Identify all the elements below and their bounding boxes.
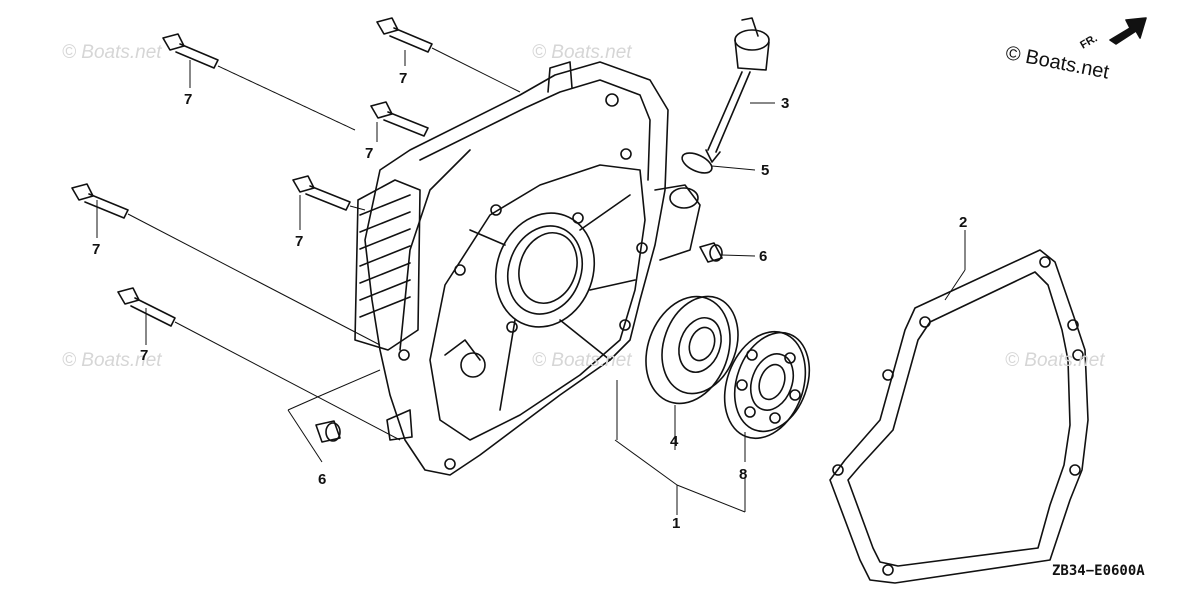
callout-7: 7 <box>399 70 408 87</box>
watermark-faint: © Boats.net <box>62 350 162 371</box>
callout-7: 7 <box>184 91 193 108</box>
dowel-pin-left <box>315 420 341 443</box>
flange-bolt <box>292 175 351 211</box>
dipstick <box>705 17 770 163</box>
gasket <box>829 249 1089 584</box>
callout-7: 7 <box>140 347 149 364</box>
ball-bearing <box>723 330 811 440</box>
flange-bolt <box>71 183 129 219</box>
leader-lines <box>96 47 966 515</box>
callout-1: 1 <box>672 515 681 532</box>
flange-bolt <box>162 33 219 69</box>
callout-4: 4 <box>670 433 679 450</box>
o-ring <box>681 152 713 174</box>
watermark-faint: © Boats.net <box>62 42 162 63</box>
flange-bolt <box>370 101 429 137</box>
watermark-faint: © Boats.net <box>532 42 632 63</box>
watermark-faint: © Boats.net <box>532 350 632 371</box>
flange-bolt <box>117 287 176 327</box>
flange-bolt <box>376 17 433 53</box>
watermark-faint: © Boats.net <box>1005 350 1105 371</box>
callout-7: 7 <box>92 241 101 258</box>
callout-7: 7 <box>295 233 304 250</box>
callout-3: 3 <box>781 95 790 112</box>
callout-2: 2 <box>959 214 968 231</box>
callout-7: 7 <box>365 145 374 162</box>
callout-6: 6 <box>759 248 768 265</box>
callout-8: 8 <box>739 466 748 483</box>
callout-6: 6 <box>318 471 327 488</box>
case-cover <box>354 61 701 476</box>
front-arrow-icon <box>1109 17 1147 45</box>
dowel-pin-right <box>699 242 723 263</box>
diagram-code: ZB34−E0600A <box>1052 563 1145 579</box>
callout-5: 5 <box>761 162 770 179</box>
oil-seal <box>645 295 739 405</box>
